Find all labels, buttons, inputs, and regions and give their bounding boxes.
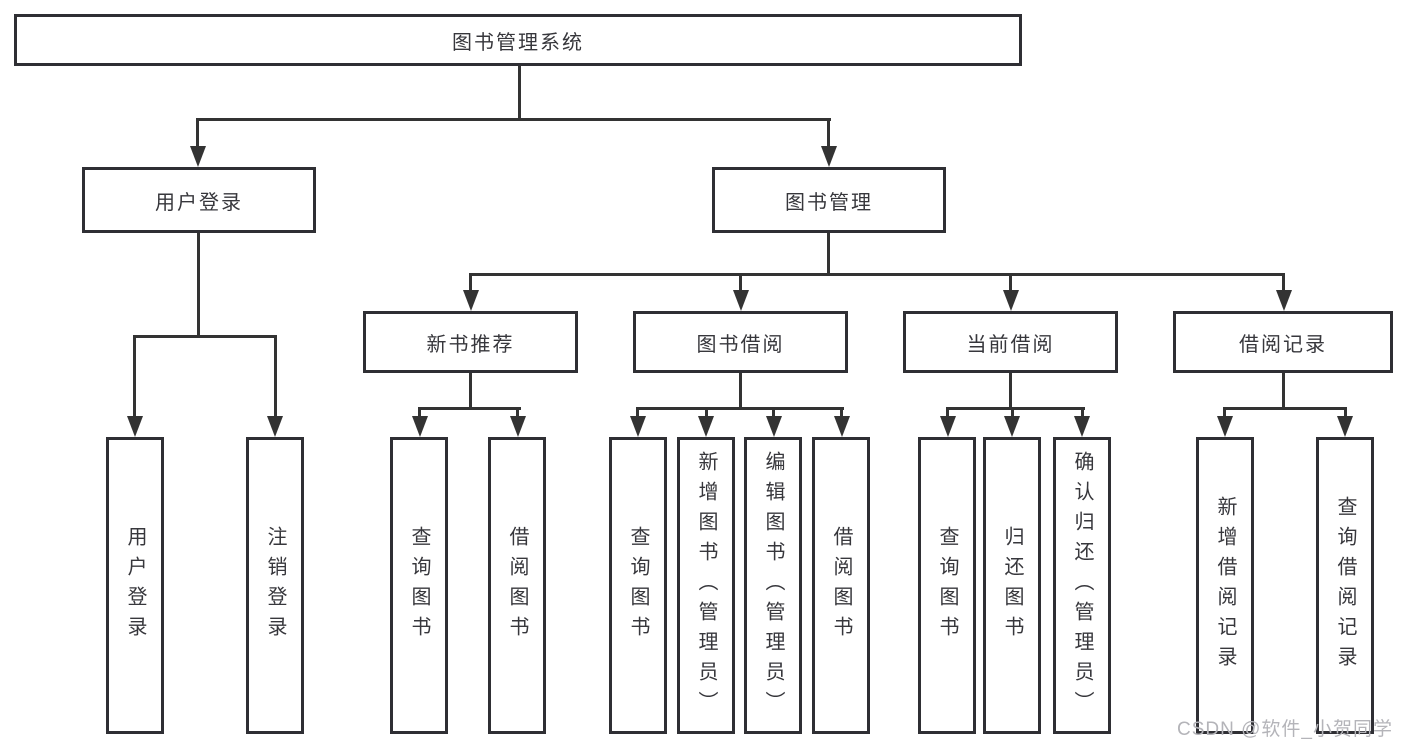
connector-line: [1081, 409, 1084, 418]
leaf-recommend-query-book-label: 查询图书: [408, 525, 430, 646]
connector-line: [827, 233, 830, 276]
leaf-return-book-label: 归还图书: [1001, 525, 1023, 646]
arrow-down-icon: [1337, 416, 1353, 437]
connector-line: [133, 335, 277, 338]
leaf-borrow-borrow-book-label: 借阅图书: [830, 525, 852, 646]
node-root: 图书管理系统: [14, 14, 1022, 66]
leaf-add-borrow-record-label: 新增借阅记录: [1214, 495, 1236, 676]
leaf-user-login: 用户登录: [106, 437, 164, 734]
leaf-edit-book-admin: 编辑图书（管理员）: [744, 437, 802, 734]
connector-line: [772, 409, 775, 418]
leaf-return-book: 归还图书: [983, 437, 1041, 734]
arrow-down-icon: [412, 416, 428, 437]
leaf-confirm-return-admin: 确认归还（管理员）: [1053, 437, 1111, 734]
leaf-user-login-label: 用户登录: [124, 525, 146, 646]
connector-line: [636, 409, 639, 418]
leaf-borrow-query-book-label: 查询图书: [627, 525, 649, 646]
leaf-query-borrow-record-label: 查询借阅记录: [1334, 495, 1356, 676]
connector-line: [1011, 409, 1014, 418]
leaf-query-borrow-record: 查询借阅记录: [1316, 437, 1374, 734]
leaf-confirm-return-admin-label: 确认归还（管理员）: [1071, 450, 1093, 721]
arrow-down-icon: [1074, 416, 1090, 437]
arrow-down-icon: [127, 416, 143, 437]
arrow-down-icon: [630, 416, 646, 437]
node-new-book-recommend-label: 新书推荐: [426, 333, 515, 356]
leaf-logout-label: 注销登录: [264, 525, 286, 646]
arrow-down-icon: [267, 416, 283, 437]
watermark-text: CSDN @软件_小贺同学: [1177, 719, 1393, 740]
connector-line: [274, 337, 277, 418]
arrow-down-icon: [190, 146, 206, 167]
connector-line: [636, 407, 844, 410]
connector-line: [739, 373, 742, 410]
connector-line: [418, 407, 521, 410]
connector-line: [133, 337, 136, 418]
node-user-login: 用户登录: [82, 167, 316, 233]
arrow-down-icon: [463, 290, 479, 311]
connector-line: [418, 409, 421, 418]
connector-line: [1344, 409, 1347, 418]
arrow-down-icon: [733, 290, 749, 311]
leaf-recommend-borrow-book-label: 借阅图书: [506, 525, 528, 646]
node-user-login-label: 用户登录: [155, 191, 243, 214]
leaf-add-borrow-record: 新增借阅记录: [1196, 437, 1254, 734]
node-new-book-recommend: 新书推荐: [363, 311, 578, 373]
connector-line: [946, 409, 949, 418]
arrow-down-icon: [1004, 416, 1020, 437]
leaf-edit-book-admin-label: 编辑图书（管理员）: [762, 450, 784, 721]
node-current-borrow: 当前借阅: [903, 311, 1118, 373]
leaf-add-book-admin-label: 新增图书（管理员）: [695, 450, 717, 721]
connector-line: [518, 66, 521, 120]
leaf-borrow-query-book: 查询图书: [609, 437, 667, 734]
arrow-down-icon: [821, 146, 837, 167]
leaf-current-query-book: 查询图书: [918, 437, 976, 734]
arrow-down-icon: [510, 416, 526, 437]
connector-line: [827, 120, 830, 148]
connector-line: [516, 409, 519, 418]
connector-line: [1223, 409, 1226, 418]
node-book-management: 图书管理: [712, 167, 946, 233]
leaf-recommend-borrow-book: 借阅图书: [488, 437, 546, 734]
connector-line: [1282, 373, 1285, 410]
arrow-down-icon: [1217, 416, 1233, 437]
connector-line: [196, 118, 831, 121]
connector-line: [1009, 373, 1012, 410]
arrow-down-icon: [1003, 290, 1019, 311]
arrow-down-icon: [698, 416, 714, 437]
node-book-borrow: 图书借阅: [633, 311, 848, 373]
connector-line: [840, 409, 843, 418]
node-current-borrow-label: 当前借阅: [966, 333, 1055, 356]
connector-line: [196, 120, 199, 148]
node-borrow-record-label: 借阅记录: [1239, 333, 1327, 356]
leaf-current-query-book-label: 查询图书: [936, 525, 958, 646]
node-root-label: 图书管理系统: [452, 31, 584, 54]
arrow-down-icon: [940, 416, 956, 437]
connector-line: [469, 273, 1285, 276]
connector-line: [946, 407, 1085, 410]
connector-line: [739, 275, 742, 292]
connector-line: [1009, 275, 1012, 292]
node-book-borrow-label: 图书借阅: [696, 333, 785, 356]
connector-line: [1282, 275, 1285, 292]
arrow-down-icon: [834, 416, 850, 437]
arrow-down-icon: [766, 416, 782, 437]
connector-line: [705, 409, 708, 418]
node-borrow-record: 借阅记录: [1173, 311, 1393, 373]
connector-line: [469, 275, 472, 292]
leaf-add-book-admin: 新增图书（管理员）: [677, 437, 735, 734]
arrow-down-icon: [1276, 290, 1292, 311]
connector-line: [469, 373, 472, 410]
node-book-management-label: 图书管理: [785, 191, 873, 214]
leaf-recommend-query-book: 查询图书: [390, 437, 448, 734]
connector-line: [1223, 407, 1347, 410]
connector-line: [197, 233, 200, 337]
leaf-borrow-borrow-book: 借阅图书: [812, 437, 870, 734]
leaf-logout: 注销登录: [246, 437, 304, 734]
